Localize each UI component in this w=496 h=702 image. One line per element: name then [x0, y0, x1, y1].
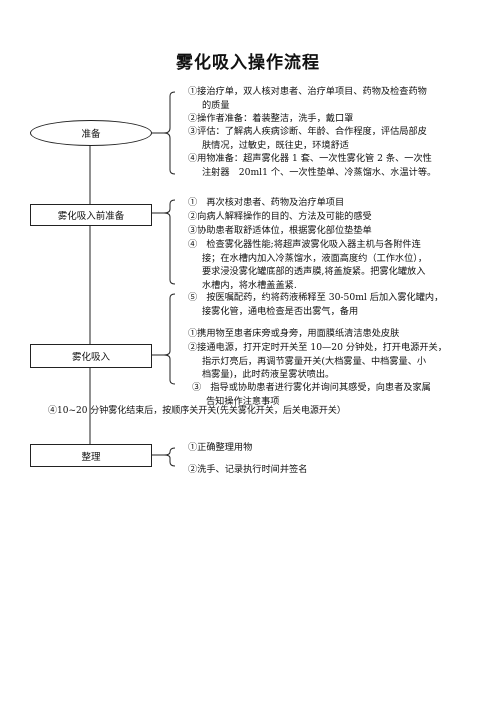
inhalation-item-1: ①携用物至患者床旁或身旁，用面膜纸清洁患处皮肤 [188, 328, 400, 339]
prepare-item-4: ④用物准备：超声雾化器 1 套、一次性雾化管 2 条、一次性 注射器 20ml1… [188, 153, 437, 178]
pre-inhalation-item-3: ③协助患者取舒适体位，根据雾化部位垫垫单 [188, 225, 372, 236]
inhalation-item-3: ③ 指导或协助患者进行雾化并询问其感受，向患者及家属 告知操作注意事项 [192, 382, 431, 407]
inhalation-item-4: ④10~20 分钟雾化结束后，按顺序关开关(先关雾化开关，后关电源开关） [48, 406, 346, 416]
stage-tidy-label: 整理 [81, 451, 101, 463]
prepare-item-2: ②操作者准备：着装整洁，洗手，戴口罩 [188, 113, 354, 124]
page-title: 雾化吸入操作流程 [176, 53, 320, 73]
stage-tidy: 整理 [30, 444, 152, 467]
pre-inhalation-item-4: ④ 检查雾化器性能;将超声波雾化吸入器主机与各附件连 接；在水槽内加入冷蒸馏水，… [188, 239, 428, 291]
inhalation-item-2: ②接通电源，打开定时开关至 10—20 分钟处，打开电源开关， 指示灯亮后，再调… [188, 342, 447, 380]
brace-1 [163, 91, 176, 175]
tidy-item-2: ②洗手、记录执行时间并签名 [188, 464, 308, 475]
pre-inhalation-item-1: ① 再次核对患者、药物及治疗单项目 [188, 197, 345, 208]
pre-inhalation-item-2: ②向病人解释操作的目的、方法及可能的感受 [188, 211, 372, 222]
stage-prepare-label: 准备 [81, 129, 101, 140]
brace-3 [163, 293, 176, 385]
stage-pre-inhalation: 雾化吸入前准备 [30, 204, 152, 226]
brace-2 [163, 199, 176, 285]
stage-pre-inhalation-label: 雾化吸入前准备 [57, 211, 125, 222]
stage-prepare: 准备 [30, 120, 152, 146]
stage-inhalation: 雾化吸入 [30, 344, 152, 368]
prepare-item-1: ①接治疗单，双人核对患者、治疗单项目、药物及检查药物 的质量 [188, 86, 427, 111]
stage-inhalation-label: 雾化吸入 [71, 352, 110, 363]
tidy-item-1: ①正确整理用物 [188, 442, 253, 453]
prepare-item-3: ③评估：了解病人疾病诊断、年龄、合作程度，评估局部皮 肤情况，过敏史，既往史，环… [188, 126, 427, 151]
brace-4 [163, 447, 176, 467]
pre-inhalation-item-5: ⑤ 按医嘱配药，约将药液稀释至 30-50ml 后加入雾化罐内， 接雾化管，通电… [188, 292, 444, 317]
